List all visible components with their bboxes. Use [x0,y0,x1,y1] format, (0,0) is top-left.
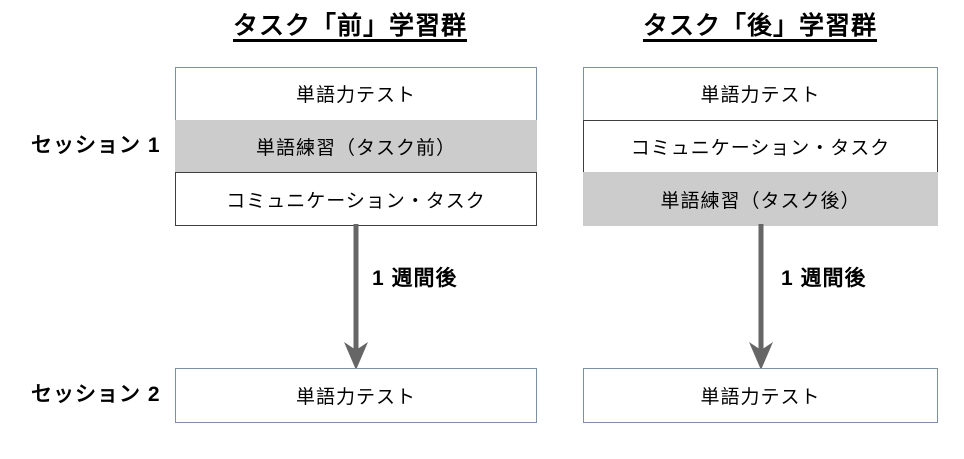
step-box-communication-task: コミュニケーション・タスク [583,119,938,174]
step-box-vocabulary-test: 単語力テスト [583,67,938,121]
arrow-down-icon-post-task [749,224,773,370]
group-heading-pre-task: タスク「前」学習群 [232,12,467,40]
step-box-vocabulary-practice-pre: 単語練習（タスク前） [175,119,537,174]
step-box-communication-task: コミュニケーション・タスク [175,172,537,227]
interval-label-pre-task: 1 週間後 [372,267,458,290]
step-box-vocabulary-test: 単語力テスト [175,67,537,121]
session2-box-vocabulary-test-post-task: 単語力テスト [583,368,938,423]
session-label-2: セッション 2 [31,383,161,406]
session-label-1: セッション 1 [31,134,161,157]
group-heading-post-task: タスク「後」学習群 [642,12,877,40]
session2-box-vocabulary-test-pre-task: 単語力テスト [175,368,537,423]
interval-label-post-task: 1 週間後 [781,267,867,290]
session1-stack-post-task: 単語力テスト コミュニケーション・タスク 単語練習（タスク後） [583,67,938,227]
arrow-down-icon-pre-task [344,224,368,370]
step-box-vocabulary-practice-post: 単語練習（タスク後） [583,172,938,227]
session1-stack-pre-task: 単語力テスト 単語練習（タスク前） コミュニケーション・タスク [175,67,537,227]
